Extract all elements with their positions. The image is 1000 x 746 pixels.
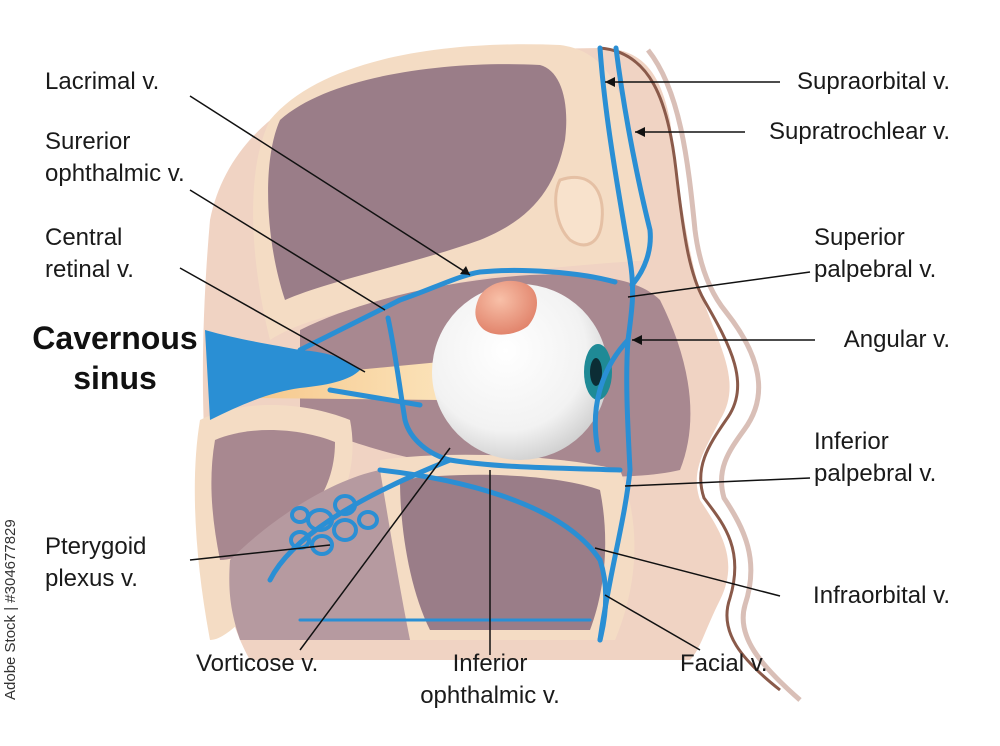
label-vorticose-vein: Vorticose v. [196, 648, 318, 680]
label-lacrimal-vein: Lacrimal v. [45, 66, 159, 98]
label-central-retinal-vein: Central retinal v. [45, 222, 134, 286]
label-facial-vein: Facial v. [680, 648, 768, 680]
cavernous-sinus-title: Cavernous sinus [25, 318, 205, 398]
label-angular-vein: Angular v. [800, 324, 950, 356]
label-supraorbital-vein: Supraorbital v. [760, 66, 950, 98]
label-supratrochlear-vein: Supratrochlear v. [740, 116, 950, 148]
label-superior-ophthalmic-vein: Surerior ophthalmic v. [45, 126, 185, 190]
label-pterygoid-plexus: Pterygoid plexus v. [45, 531, 146, 595]
stock-credit: Adobe Stock | #304677829 [2, 670, 19, 700]
label-infraorbital-vein: Infraorbital v. [760, 580, 950, 612]
label-superior-palpebral-vein: Superior palpebral v. [814, 222, 936, 286]
label-inferior-palpebral-vein: Inferior palpebral v. [814, 426, 936, 490]
title-line-1: Cavernous [25, 318, 205, 358]
title-line-2: sinus [25, 358, 205, 398]
label-inferior-ophthalmic-vein: Inferior ophthalmic v. [405, 648, 575, 712]
